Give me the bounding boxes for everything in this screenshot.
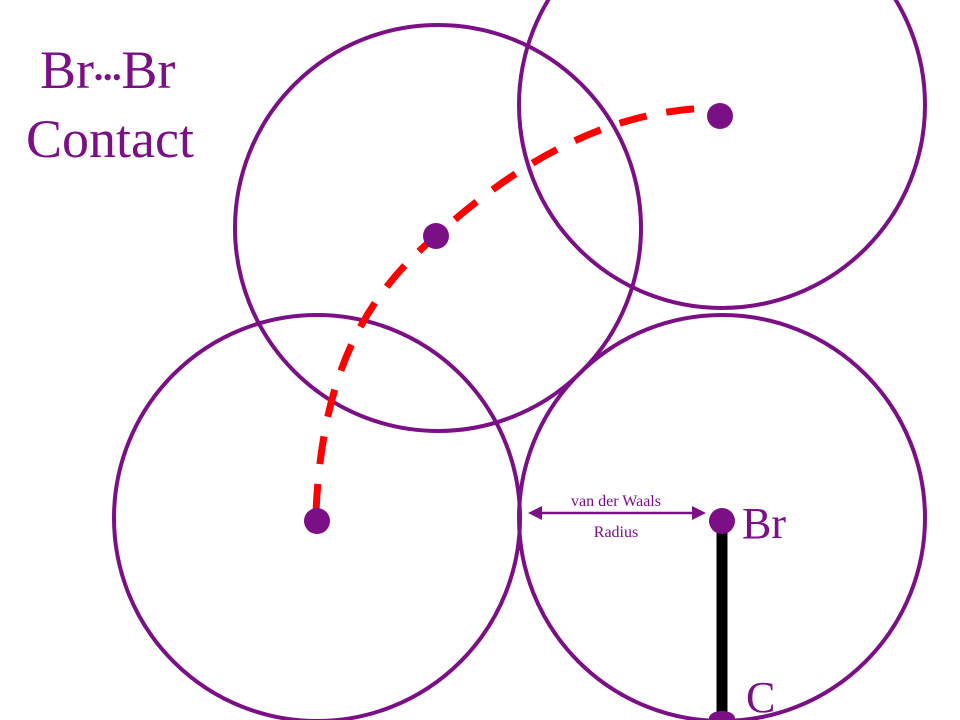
atom-center-bottom-left <box>304 508 330 534</box>
br-atom-label: Br <box>742 499 786 548</box>
vdw-radius-label-line1: van der Waals <box>571 493 661 510</box>
vdw-radius-arrow <box>528 506 706 520</box>
atom-center-middle <box>423 223 449 249</box>
vdw-sphere-middle <box>233 23 643 433</box>
vdw-sphere-top-right <box>517 0 927 310</box>
title-br-right: Br <box>121 40 175 100</box>
title-contact-dots: ••• <box>94 63 121 92</box>
vdw-sphere-bottom-right <box>517 313 927 720</box>
atom-center-br <box>709 508 735 534</box>
atom-center-top-right <box>707 103 733 129</box>
contact-path <box>312 104 713 513</box>
title-br-left: Br <box>40 40 94 100</box>
carbon-atom-dot <box>709 711 735 720</box>
title-line2: Contact <box>26 109 194 169</box>
c-atom-label: C <box>746 673 775 720</box>
vdw-radius-label-line2: Radius <box>594 524 638 541</box>
title-line1: Br•••Br <box>40 40 175 100</box>
